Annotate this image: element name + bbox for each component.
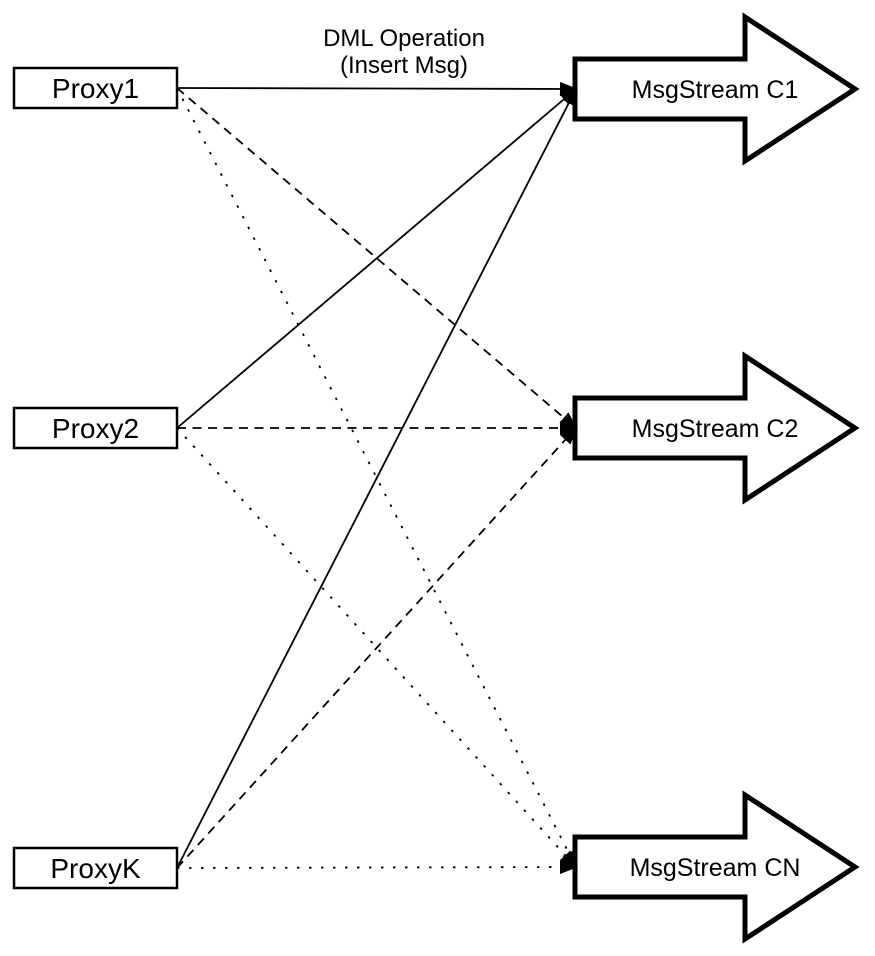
proxy2-label: Proxy2	[52, 413, 139, 444]
proxyK-label: ProxyK	[50, 853, 141, 884]
edge-proxy1-cn-dotted	[176, 87, 577, 869]
c2-label: MsgStream C2	[632, 415, 799, 443]
edge-proxy2-cn-dotted	[176, 427, 578, 869]
proxy-node-proxy2: Proxy2	[12, 406, 179, 450]
edge-proxy2-c1-solid	[176, 87, 578, 429]
proxy1-label: Proxy1	[52, 73, 139, 104]
proxy1-box	[12, 66, 179, 110]
edge-proxyK-c2-dashed	[176, 426, 578, 869]
edge-proxy1-c1-solid	[176, 81, 578, 96]
c2-block-arrow	[572, 351, 860, 505]
cn-block-arrow	[572, 790, 860, 944]
c1-label: MsgStream C1	[632, 76, 799, 104]
edge-annotation-line1: DML Operation	[323, 25, 485, 52]
edges-layer	[176, 81, 578, 875]
stream-node-cn: MsgStream CN	[572, 790, 860, 944]
edge-proxyK-cn-dotted	[176, 860, 578, 875]
edge-proxy1-c2-dashed	[176, 87, 578, 430]
streams-layer: MsgStream C1 MsgStream C2 MsgStream CN	[572, 12, 860, 944]
edge-annotation-line2: (Insert Msg)	[340, 52, 468, 79]
c1-block-arrow	[572, 12, 860, 166]
proxy-node-proxy1: Proxy1	[12, 66, 179, 110]
proxy2-box	[12, 406, 179, 450]
stream-node-c1: MsgStream C1	[572, 12, 860, 166]
stream-node-c2: MsgStream C2	[572, 351, 860, 505]
edge-proxyK-c1-solid	[176, 87, 577, 869]
proxy-node-proxyK: ProxyK	[12, 846, 179, 890]
proxyK-box	[12, 846, 179, 890]
cn-label: MsgStream CN	[630, 854, 801, 882]
